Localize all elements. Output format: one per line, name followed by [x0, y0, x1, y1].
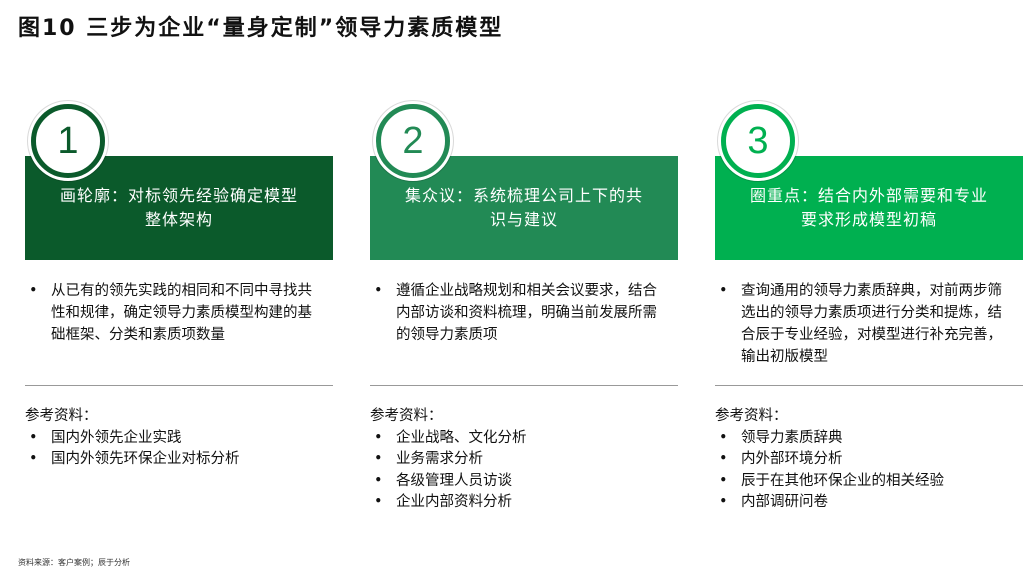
step-column: 3 圈重点：结合内外部需要和专业要求形成模型初稿 • 查询通用的领导力素质辞典，对… [715, 100, 1023, 520]
references-list: 领导力素质辞典内外部环境分析辰于在其他环保企业的相关经验内部调研问卷 [715, 428, 944, 514]
step-number-circle: 2 [376, 104, 450, 178]
step-number-circle: 1 [31, 104, 105, 178]
references-label: 参考资料： [370, 408, 443, 424]
description-text: 从已有的领先实践的相同和不同中寻找共性和规律，确定领导力素质模型构建的基础框架、… [51, 283, 312, 343]
bullet-icon: • [29, 283, 38, 299]
bullet-icon: • [719, 283, 728, 299]
references-list: 国内外领先企业实践国内外领先环保企业对标分析 [25, 428, 240, 471]
references-list: 企业战略、文化分析业务需求分析各级管理人员访谈企业内部资料分析 [370, 428, 527, 514]
description-text: 查询通用的领导力素质辞典，对前两步筛选出的领导力素质项进行分类和提炼，结合辰于专… [741, 283, 1002, 365]
step-heading: 圈重点：结合内外部需要和专业要求形成模型初稿 [749, 186, 988, 229]
reference-item: 国内外领先环保企业对标分析 [25, 449, 240, 471]
step-column: 2 集众议：系统梳理公司上下的共识与建议 • 遵循企业战略规划和相关会议要求，结合… [370, 100, 678, 520]
step-description: • 从已有的领先实践的相同和不同中寻找共性和规律，确定领导力素质模型构建的基础框架… [25, 280, 325, 346]
page-title: 图10 三步为企业“量身定制”领导力素质模型 [18, 16, 504, 41]
step-number: 1 [57, 119, 79, 162]
source-note: 资料来源：客户案例；辰于分析 [18, 558, 130, 567]
bullet-icon: • [374, 283, 383, 299]
reference-item: 内部调研问卷 [715, 492, 944, 514]
step-number: 2 [402, 119, 424, 162]
divider [25, 385, 333, 386]
divider [715, 385, 1023, 386]
divider [370, 385, 678, 386]
references-label: 参考资料： [25, 408, 98, 424]
step-number-circle: 3 [721, 104, 795, 178]
reference-item: 企业内部资料分析 [370, 492, 527, 514]
step-heading: 集众议：系统梳理公司上下的共识与建议 [404, 186, 643, 229]
reference-item: 业务需求分析 [370, 449, 527, 471]
reference-item: 辰于在其他环保企业的相关经验 [715, 471, 944, 493]
references: 参考资料： 国内外领先企业实践国内外领先环保企业对标分析 [25, 406, 240, 471]
reference-item: 内外部环境分析 [715, 449, 944, 471]
reference-item: 企业战略、文化分析 [370, 428, 527, 450]
reference-item: 国内外领先企业实践 [25, 428, 240, 450]
reference-item: 各级管理人员访谈 [370, 471, 527, 493]
reference-item: 领导力素质辞典 [715, 428, 944, 450]
step-number: 3 [747, 119, 769, 162]
step-description: • 查询通用的领导力素质辞典，对前两步筛选出的领导力素质项进行分类和提炼，结合辰于… [715, 280, 1015, 368]
references: 参考资料： 企业战略、文化分析业务需求分析各级管理人员访谈企业内部资料分析 [370, 406, 527, 514]
description-text: 遵循企业战略规划和相关会议要求，结合内部访谈和资料梳理，明确当前发展所需的领导力… [396, 283, 657, 343]
references: 参考资料： 领导力素质辞典内外部环境分析辰于在其他环保企业的相关经验内部调研问卷 [715, 406, 944, 514]
step-column: 1 画轮廓：对标领先经验确定模型整体架构 • 从已有的领先实践的相同和不同中寻找共… [25, 100, 333, 520]
step-heading: 画轮廓：对标领先经验确定模型整体架构 [59, 186, 298, 229]
references-label: 参考资料： [715, 408, 788, 424]
step-description: • 遵循企业战略规划和相关会议要求，结合内部访谈和资料梳理，明确当前发展所需的领导… [370, 280, 670, 346]
